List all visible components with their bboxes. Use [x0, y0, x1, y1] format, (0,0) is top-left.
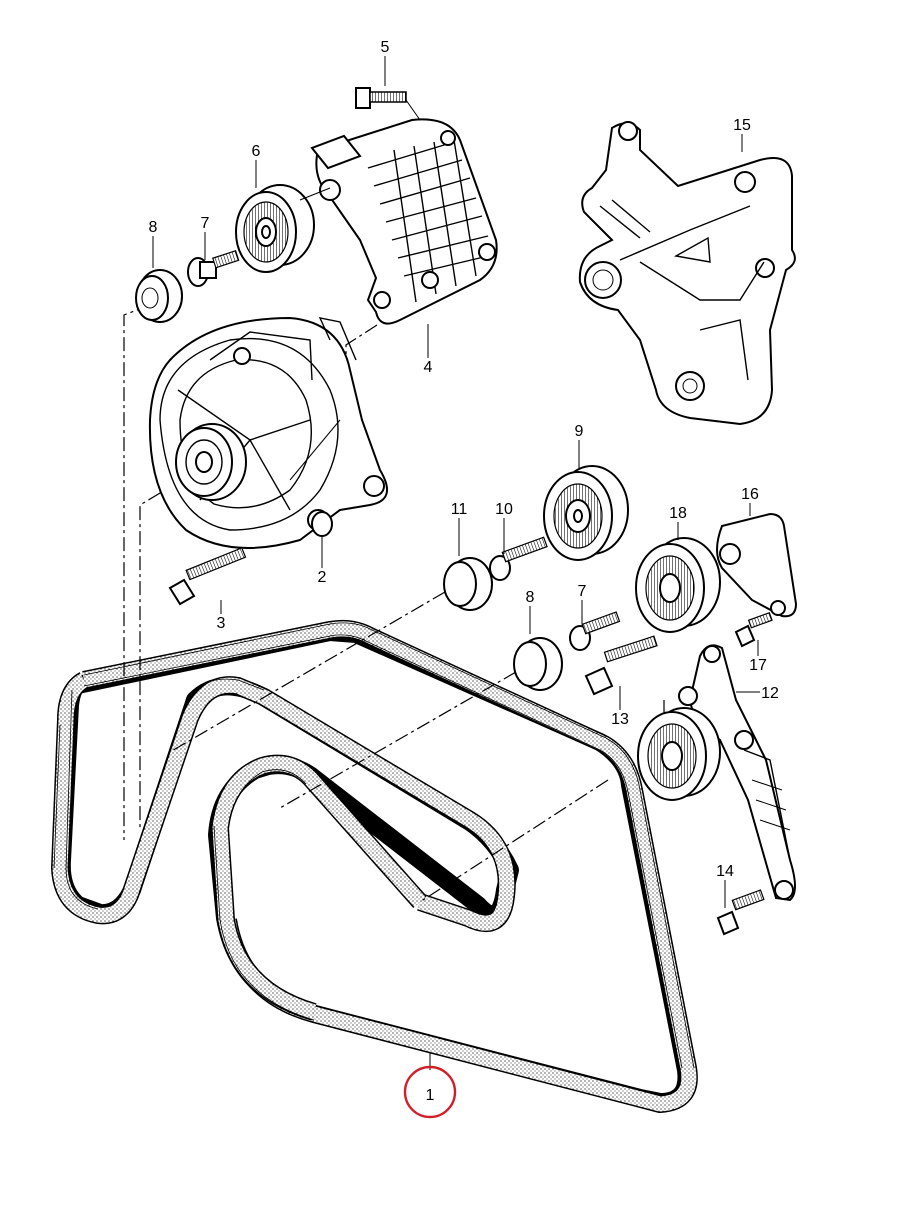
callout-8a: 8 — [149, 219, 158, 236]
callout-11: 11 — [451, 501, 468, 518]
callout-leaders — [152, 56, 760, 1070]
callout-16: 16 — [741, 486, 759, 503]
bolt-part-14 — [716, 889, 765, 936]
cap-part-11 — [443, 557, 493, 611]
pulley-part-18 — [635, 537, 721, 633]
callouts: 1 2 3 4 5 6 7 7 8 8 9 10 11 12 13 14 15 … — [149, 39, 779, 1104]
pulley-part-9 — [543, 465, 629, 561]
highlight-circle — [403, 1065, 457, 1119]
pulley-part-6 — [235, 184, 331, 273]
sleeve-part-2 — [311, 511, 333, 537]
bolt-part-13 — [584, 635, 658, 696]
callout-2: 2 — [318, 569, 327, 586]
bolt-part-7-top — [187, 250, 240, 287]
belt-middle — [51, 672, 516, 933]
callout-7b: 7 — [578, 583, 587, 600]
callout-6: 6 — [252, 143, 261, 160]
tensioner-part-12 — [637, 644, 796, 902]
bolt-part-7-lower — [569, 611, 621, 651]
callout-13: 13 — [611, 711, 629, 728]
cap-part-8-top — [135, 269, 183, 323]
callout-18: 18 — [669, 505, 687, 522]
bracket-part-4 — [310, 118, 498, 325]
bolt-part-5 — [355, 87, 421, 121]
belt-inner — [211, 754, 427, 1021]
callout-1: 1 — [426, 1087, 435, 1104]
callout-10: 10 — [495, 501, 513, 518]
callout-9: 9 — [575, 423, 584, 440]
callout-15: 15 — [733, 117, 751, 134]
callout-12: 12 — [761, 685, 779, 702]
bolt-part-3 — [168, 547, 247, 606]
bolt-part-10 — [489, 536, 548, 581]
callout-4: 4 — [424, 359, 433, 376]
cap-part-8-lower — [513, 637, 563, 691]
callout-14: 14 — [716, 863, 734, 880]
bracket-part-15 — [578, 121, 796, 426]
alternator — [148, 316, 389, 549]
callout-8b: 8 — [526, 589, 535, 606]
belt-ribs — [53, 622, 695, 1069]
callout-5: 5 — [381, 39, 390, 56]
callout-17: 17 — [749, 657, 767, 674]
bolt-part-17 — [734, 611, 773, 648]
callout-3: 3 — [217, 615, 226, 632]
bracket-part-16 — [716, 512, 798, 618]
callout-7a: 7 — [201, 215, 210, 232]
